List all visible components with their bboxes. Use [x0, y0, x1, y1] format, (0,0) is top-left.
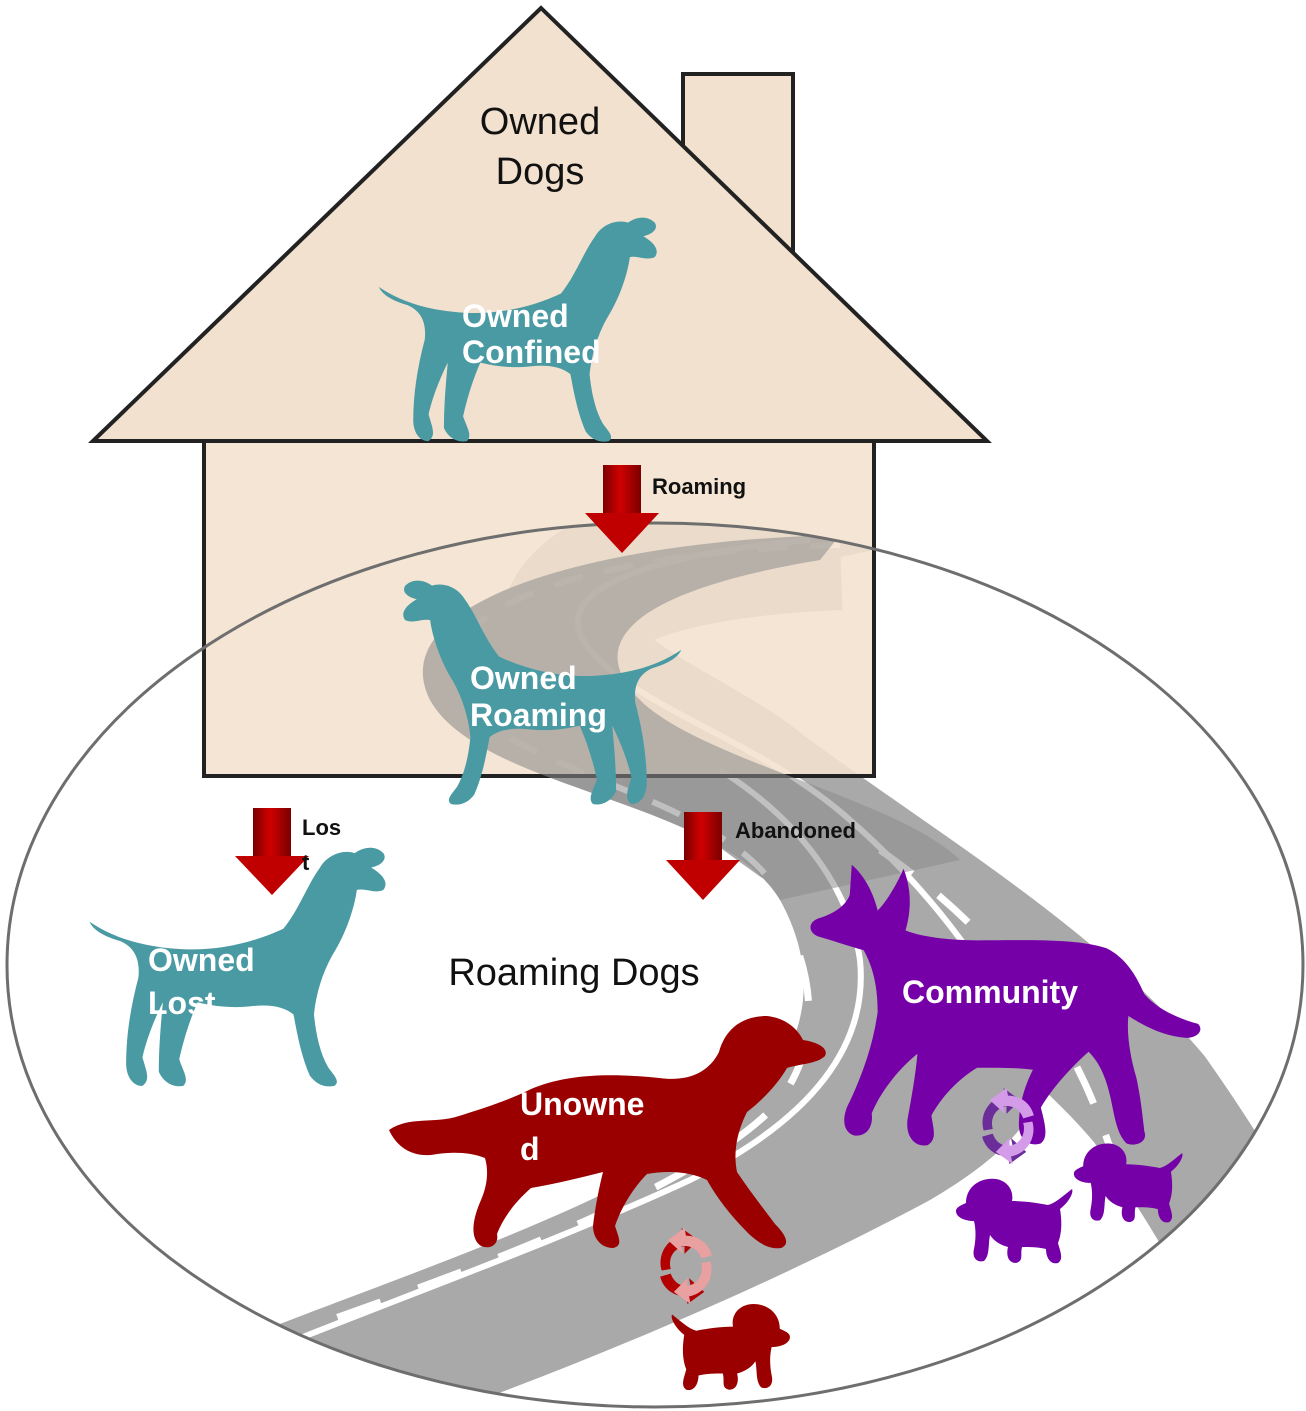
abandoned-arrow-label: Abandoned	[735, 818, 856, 843]
owned-lost-label-line1: Owned	[148, 942, 255, 978]
roaming-arrow-label: Roaming	[652, 474, 746, 499]
owned-lost-label-line2: Lost	[148, 985, 216, 1021]
owned-confined-label-line1: Owned	[462, 298, 569, 334]
owned-roaming-label-line2: Roaming	[470, 697, 607, 733]
lost-arrow-label-line2: t	[302, 850, 310, 875]
unowned-label-line1: Unowne	[520, 1086, 644, 1122]
owned-confined-label-line2: Confined	[462, 334, 601, 370]
owned-roaming-label-line1: Owned	[470, 660, 577, 696]
lost-arrow-label-line1: Los	[302, 815, 341, 840]
owned-dogs-label-line1: Owned	[480, 101, 600, 143]
owned-dogs-label-line2: Dogs	[496, 151, 585, 193]
unowned-label-line2: d	[520, 1131, 540, 1167]
roaming-dogs-label: Roaming Dogs	[448, 952, 699, 994]
community-label: Community	[902, 974, 1078, 1010]
